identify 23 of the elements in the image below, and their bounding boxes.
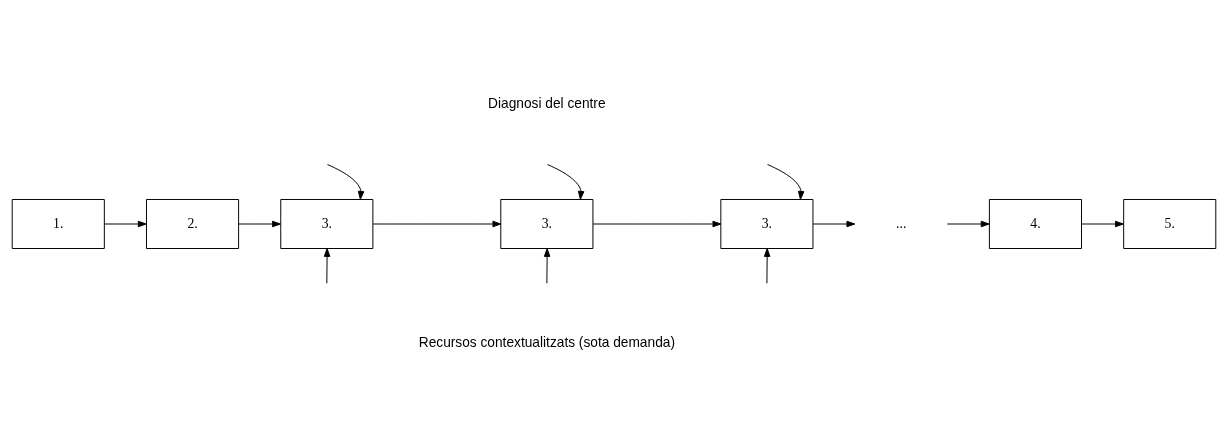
arrow <box>763 247 771 284</box>
node-text: ... <box>896 215 907 231</box>
arrow <box>1081 220 1124 227</box>
arrow <box>547 163 585 200</box>
node-box: 2. <box>146 198 240 249</box>
arrow <box>812 220 856 227</box>
arrow <box>326 163 365 200</box>
node-box: 1. <box>11 198 105 249</box>
arrow <box>238 220 281 227</box>
node-box: 3. <box>720 198 814 249</box>
node-box: 3. <box>280 198 374 249</box>
arrow <box>323 247 331 284</box>
arrow <box>946 220 990 227</box>
label: Diagnosi del centre <box>488 95 606 111</box>
arrow <box>592 220 722 227</box>
arrow <box>103 220 147 227</box>
arrow <box>767 163 805 200</box>
arrow <box>543 247 551 284</box>
node-box: 5. <box>1123 198 1217 249</box>
arrow <box>372 220 502 227</box>
node-box: 4. <box>988 198 1082 249</box>
label: Recursos contextualitzats (sota demanda) <box>418 334 675 350</box>
node-box: 3. <box>500 198 594 249</box>
